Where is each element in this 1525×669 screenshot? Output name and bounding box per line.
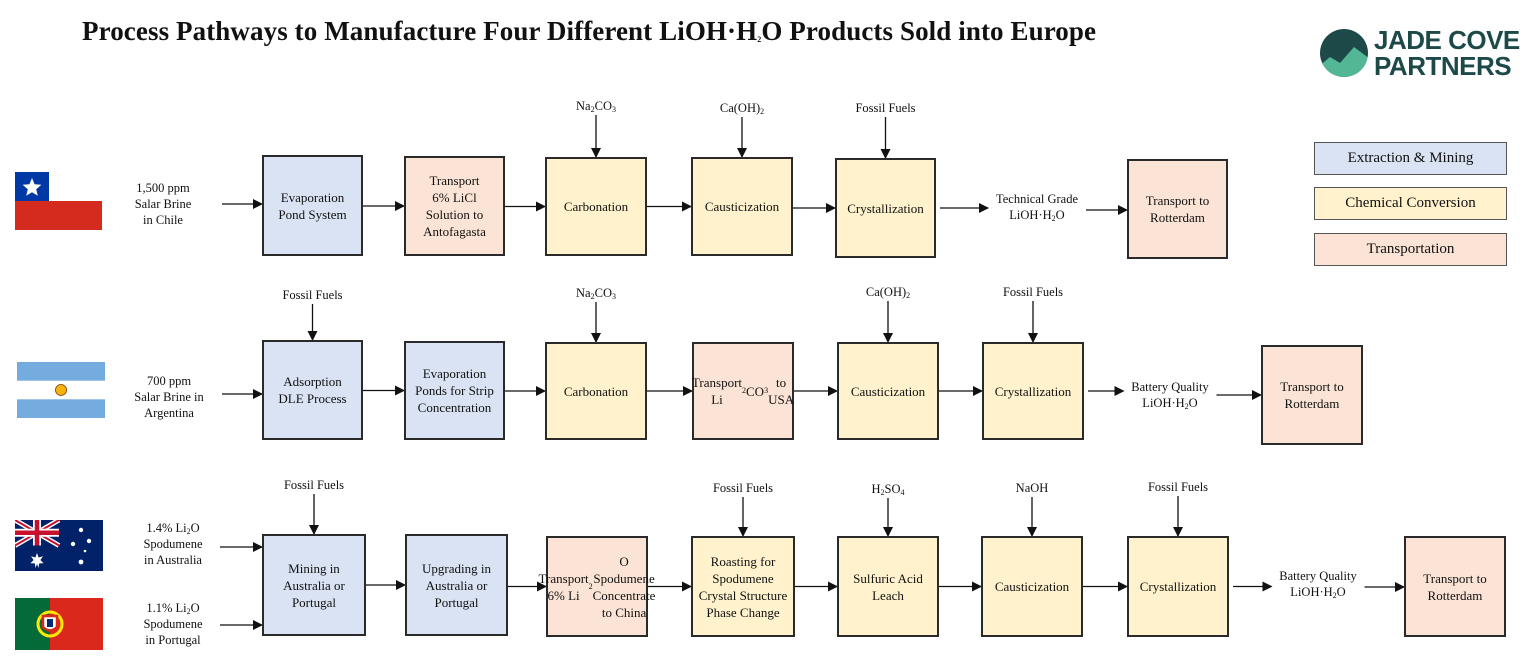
step-row1-causticization: Causticization [691, 157, 793, 256]
step-row3-causticization: Causticization [981, 536, 1083, 637]
step-row3-crystallization: Crystallization [1127, 536, 1229, 637]
brand-logo: JADE COVE PARTNERS [1320, 26, 1520, 86]
input-label-row3-step4: Fossil Fuels [712, 481, 774, 495]
legend-extraction-mining: Extraction & Mining [1314, 142, 1507, 175]
step-row2-carbonation: Carbonation [545, 342, 647, 440]
input-label-row3-step7: Fossil Fuels [1147, 480, 1209, 494]
input-label-row2-step1: Fossil Fuels [282, 288, 343, 302]
input-label-row3-step5: H2SO4 [871, 482, 905, 497]
australia-flag-icon [13, 517, 103, 576]
page-title: Process Pathways to Manufacture Four Dif… [82, 16, 1097, 46]
step-row1-crystallization: Crystallization [835, 158, 936, 258]
input-label-row3-step6: NaOH [1015, 481, 1049, 495]
argentina-flag-icon [17, 362, 105, 423]
legend-transportation: Transportation [1314, 233, 1507, 266]
portugal-flag-icon [15, 598, 103, 655]
step-row1-carbonation: Carbonation [545, 157, 647, 256]
legend-chemical-conversion: Chemical Conversion [1314, 187, 1507, 220]
brand-name-line2: PARTNERS [1374, 51, 1512, 81]
input-label-row1-step5: Fossil Fuels [855, 101, 916, 115]
brand-name-line1: JADE COVE [1374, 25, 1520, 55]
input-label-row2-step3: Na2CO3 [576, 286, 616, 301]
step-row2-crystallization: Crystallization [982, 342, 1084, 440]
input-label-row2-step6: Fossil Fuels [1002, 285, 1064, 299]
input-label-row1-step3: Na2CO3 [576, 99, 616, 114]
input-label-row2-step5: Ca(OH)2 [865, 285, 911, 300]
input-label-row3-step1: Fossil Fuels [283, 478, 345, 492]
input-label-row1-step4: Ca(OH)2 [719, 101, 765, 116]
chile-flag-icon [15, 172, 102, 235]
mountain-logo-icon [1320, 29, 1368, 77]
step-row2-causticization: Causticization [837, 342, 939, 440]
